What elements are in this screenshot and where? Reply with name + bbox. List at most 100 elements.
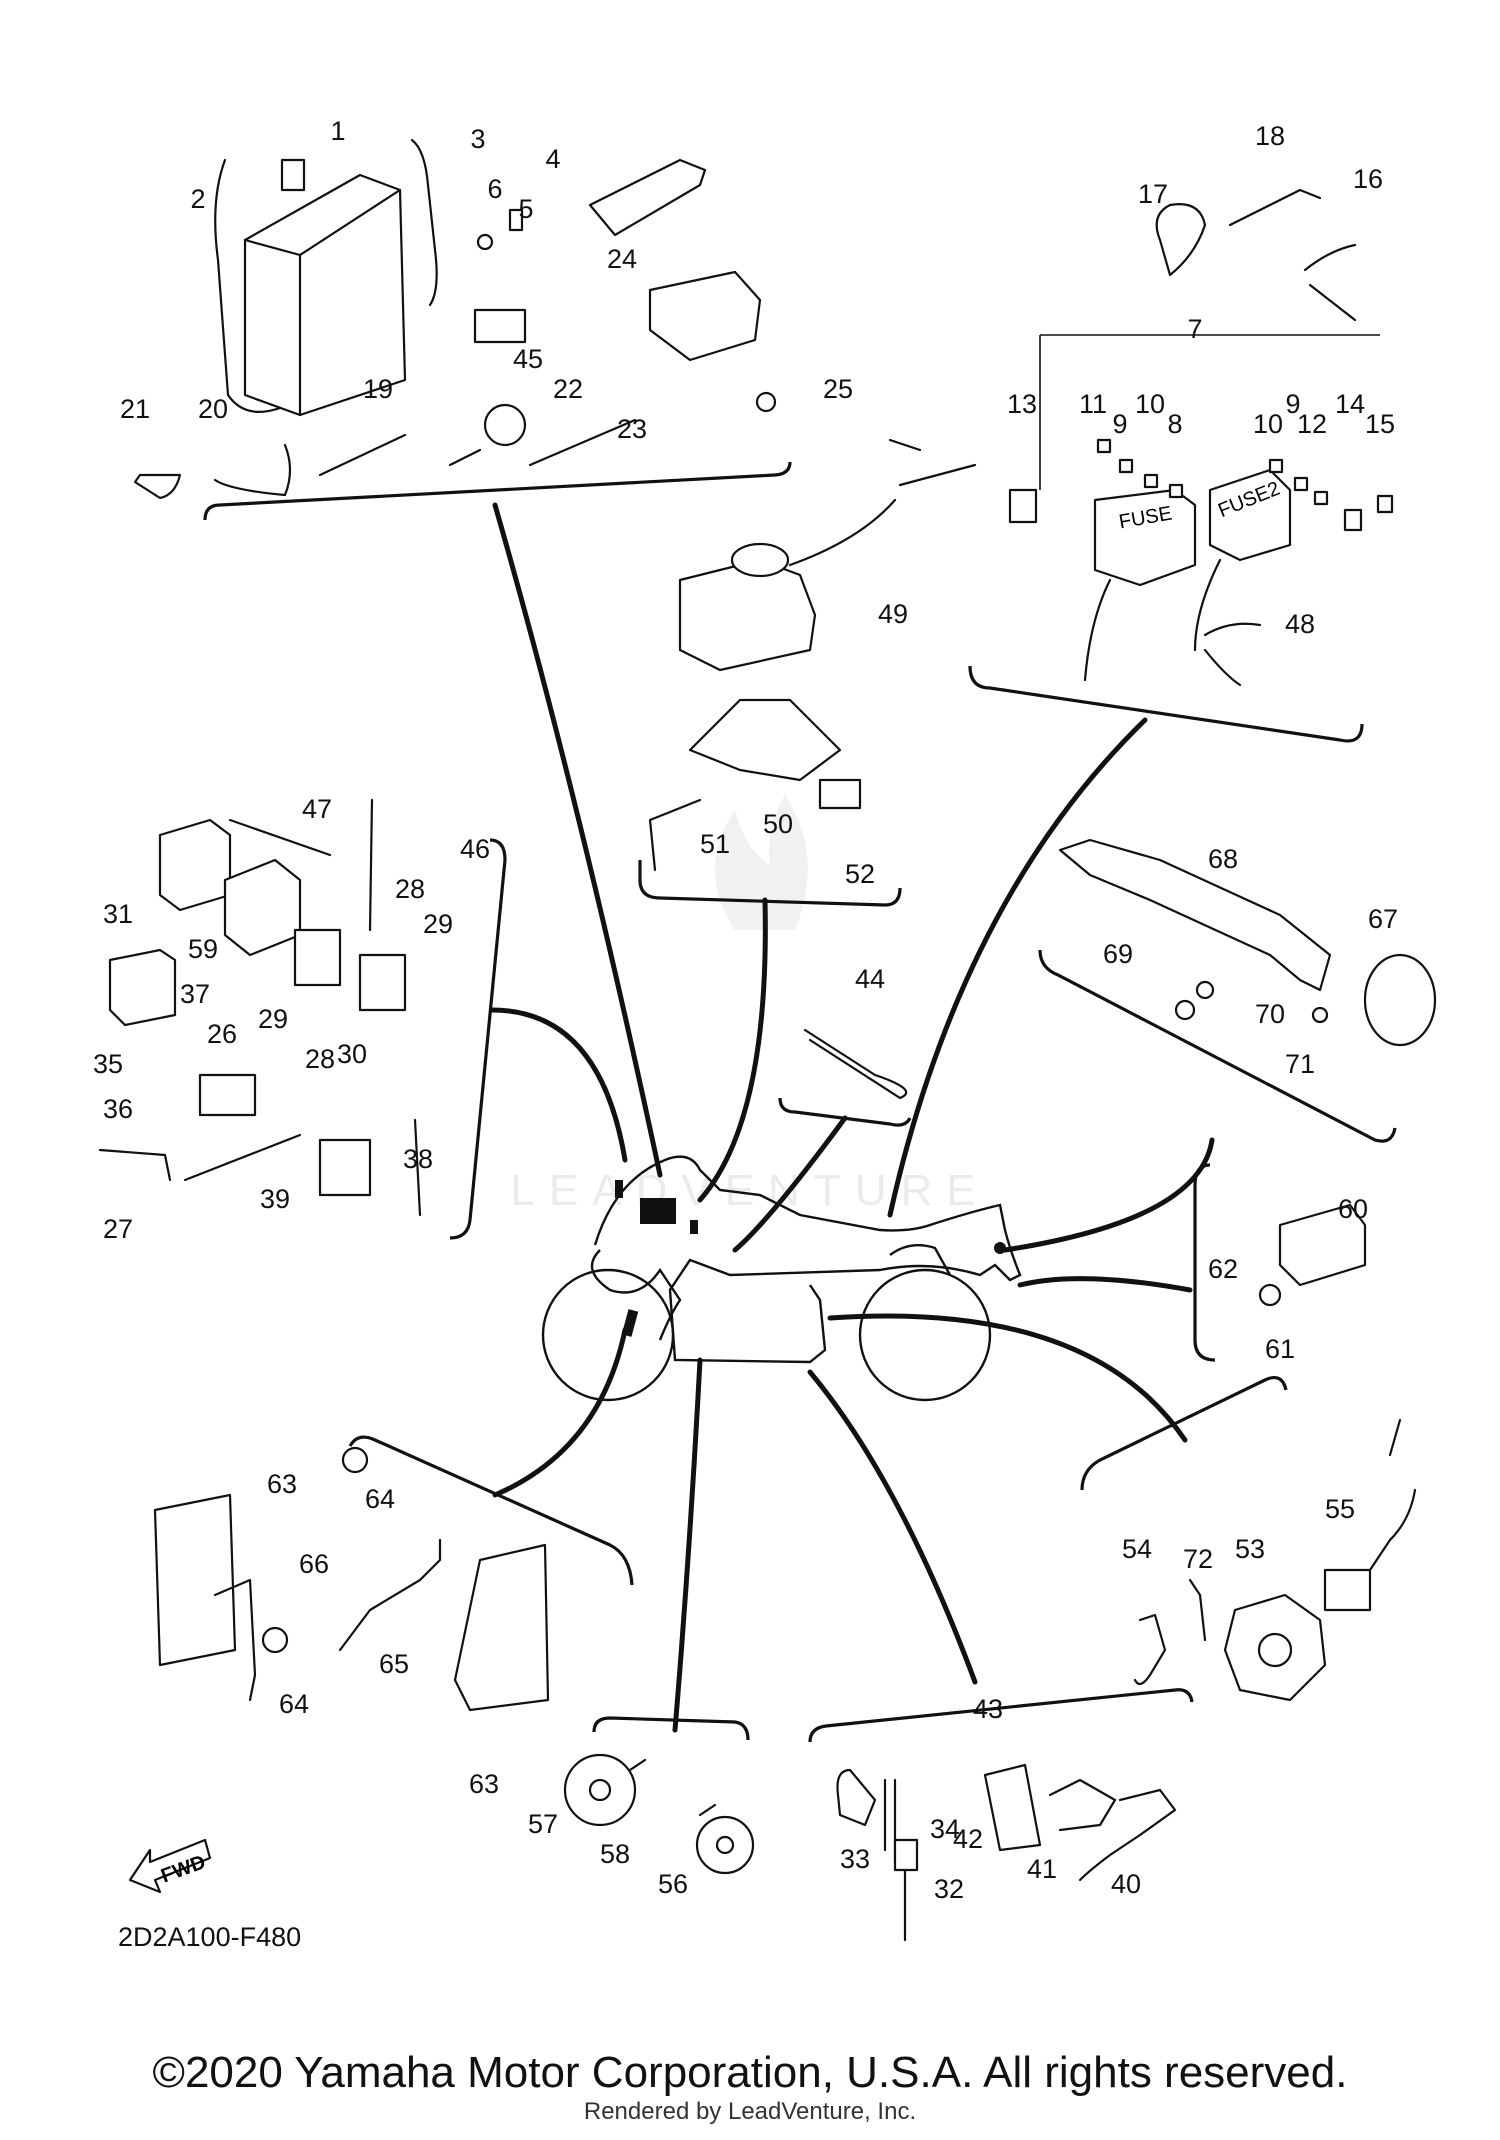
part-label-40: 40	[1111, 1869, 1141, 1899]
sensor-group	[1133, 1418, 1417, 1702]
leadventure-watermark: LEADVENTURE	[510, 795, 989, 1215]
clip-44	[803, 1028, 908, 1100]
part-label-69: 69	[1103, 939, 1133, 969]
part-label-52: 52	[845, 859, 875, 889]
part-label-8: 8	[1167, 409, 1182, 439]
part-label-55: 55	[1325, 1494, 1355, 1524]
part-label-31: 31	[103, 899, 133, 929]
part-label-2: 2	[190, 184, 205, 214]
part-label-65: 65	[379, 1649, 409, 1679]
part-label-64: 64	[279, 1689, 309, 1719]
part-label-63: 63	[267, 1469, 297, 1499]
part-label-60: 60	[1338, 1194, 1368, 1224]
part-label-9: 9	[1285, 389, 1300, 419]
part-label-36: 36	[103, 1094, 133, 1124]
group-bracket-switch	[808, 1688, 1194, 1743]
part-label-54: 54	[1122, 1534, 1152, 1564]
switch-group	[836, 1763, 1177, 1942]
part-label-7: 7	[1187, 314, 1202, 344]
part-label-33: 33	[840, 1844, 870, 1874]
part-label-5: 5	[518, 194, 533, 224]
part-label-47: 47	[302, 794, 332, 824]
part-label-24: 24	[607, 244, 637, 274]
part-label-10: 10	[1135, 389, 1165, 419]
part-label-48: 48	[1285, 609, 1315, 639]
group-bracket-battery	[203, 461, 792, 521]
ecu-group	[648, 438, 977, 872]
part-label-72: 72	[1183, 1544, 1213, 1574]
part-label-51: 51	[700, 829, 730, 859]
part-label-35: 35	[93, 1049, 123, 1079]
part-label-17: 17	[1138, 179, 1168, 209]
horn-group	[563, 1753, 755, 1875]
fuse-group: FUSE FUSE2	[1008, 188, 1394, 687]
group-bracket-ecu	[638, 860, 902, 907]
group-bracket-reflector	[348, 1435, 634, 1586]
light-stay-group	[1058, 838, 1437, 1047]
part-label-50: 50	[763, 809, 793, 839]
battery-group	[133, 138, 777, 500]
part-label-15: 15	[1365, 409, 1395, 439]
fwd-arrow-icon: FWD	[128, 1838, 212, 1894]
part-label-29: 29	[258, 1004, 288, 1034]
watermark-text: LEADVENTURE	[510, 1166, 989, 1215]
callout-curves	[489, 502, 1215, 1733]
reflector-group	[153, 1446, 550, 1712]
part-label-19: 19	[363, 374, 393, 404]
part-label-45: 45	[513, 344, 543, 374]
part-label-23: 23	[617, 414, 647, 444]
part-label-27: 27	[103, 1214, 133, 1244]
part-label-63: 63	[469, 1769, 499, 1799]
group-bracket-light-stay	[1038, 949, 1397, 1143]
part-label-9: 9	[1112, 409, 1127, 439]
part-label-61: 61	[1265, 1334, 1295, 1364]
part-label-53: 53	[1235, 1534, 1265, 1564]
part-label-18: 18	[1255, 121, 1285, 151]
part-label-13: 13	[1007, 389, 1037, 419]
part-label-34: 34	[930, 1814, 960, 1844]
part-label-37: 37	[180, 979, 210, 1009]
part-label-41: 41	[1027, 1854, 1057, 1884]
rendered-by-notice: Rendered by LeadVenture, Inc.	[583, 2098, 917, 2125]
part-label-28: 28	[305, 1044, 335, 1074]
part-label-70: 70	[1255, 999, 1285, 1029]
part-label-1: 1	[330, 116, 345, 146]
part-label-66: 66	[299, 1549, 329, 1579]
part-label-42: 42	[953, 1824, 983, 1854]
part-label-10: 10	[1253, 409, 1283, 439]
copyright-notice: ©2020 Yamaha Motor Corporation, U.S.A. A…	[152, 2048, 1348, 2097]
part-label-21: 21	[120, 394, 150, 424]
part-label-49: 49	[878, 599, 908, 629]
group-bracket-horn	[592, 1716, 750, 1741]
part-label-71: 71	[1285, 1049, 1315, 1079]
part-label-32: 32	[934, 1874, 964, 1904]
plate-light-group	[1258, 1203, 1367, 1307]
part-label-29: 29	[423, 909, 453, 939]
group-bracket-fuse	[968, 665, 1364, 743]
part-label-68: 68	[1208, 844, 1238, 874]
part-label-22: 22	[553, 374, 583, 404]
motorcycle-outline	[541, 1155, 1022, 1402]
part-label-38: 38	[403, 1144, 433, 1174]
part-label-26: 26	[207, 1019, 237, 1049]
part-label-14: 14	[1335, 389, 1365, 419]
part-label-3: 3	[470, 124, 485, 154]
group-bracket-sensor	[1080, 1376, 1288, 1491]
part-label-57: 57	[528, 1809, 558, 1839]
part-label-46: 46	[460, 834, 490, 864]
part-label-56: 56	[658, 1869, 688, 1899]
part-label-6: 6	[487, 174, 502, 204]
part-label-12: 12	[1297, 409, 1327, 439]
part-label-43: 43	[973, 1694, 1003, 1724]
part-label-25: 25	[823, 374, 853, 404]
part-label-4: 4	[545, 144, 560, 174]
part-label-59: 59	[188, 934, 218, 964]
part-label-64: 64	[365, 1484, 395, 1514]
part-label-67: 67	[1368, 904, 1398, 934]
group-bracket-relays	[449, 838, 507, 1240]
part-label-16: 16	[1353, 164, 1383, 194]
part-label-62: 62	[1208, 1254, 1238, 1284]
part-label-44: 44	[855, 964, 885, 994]
